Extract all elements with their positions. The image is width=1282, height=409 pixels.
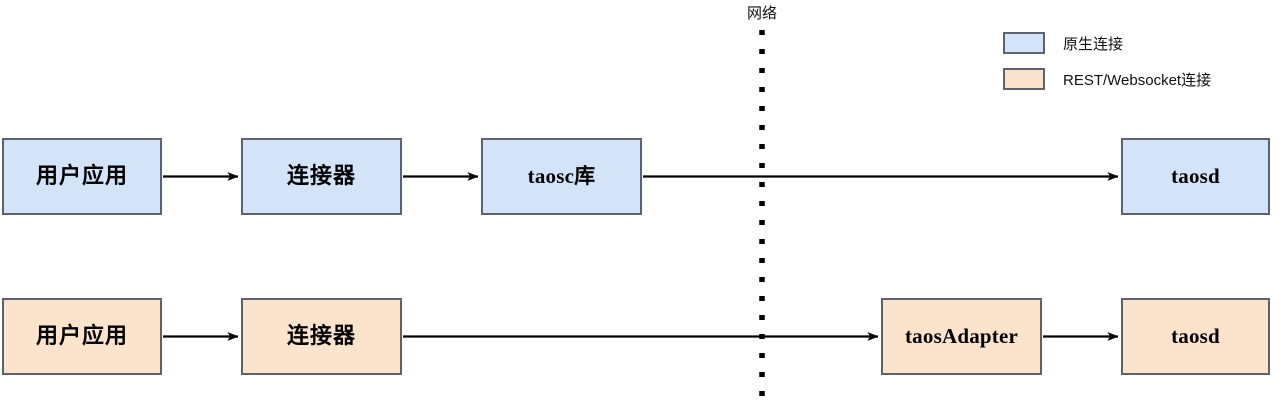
- legend-swatch-restws-icon: [1003, 68, 1045, 90]
- node-user-application-native[interactable]: 用户应用: [2, 138, 162, 215]
- node-taosadapter[interactable]: taosAdapter: [881, 298, 1042, 375]
- node-label: taosd: [1171, 163, 1220, 188]
- node-connector-rest[interactable]: 连接器: [241, 298, 402, 375]
- network-divider-label: 网络: [746, 5, 777, 22]
- legend-item-native: 原生连接: [1003, 30, 1273, 56]
- legend: 原生连接 REST/Websocket连接: [1003, 30, 1273, 102]
- node-label: taosAdapter: [904, 323, 1019, 348]
- node-taosd-rest[interactable]: taosd: [1121, 298, 1270, 375]
- node-taosc-library[interactable]: taosc库: [481, 138, 642, 215]
- node-label: taosd: [1171, 323, 1220, 348]
- node-label: taosc库: [527, 163, 596, 188]
- legend-item-label: REST/Websocket连接: [1063, 71, 1212, 89]
- node-user-application-rest[interactable]: 用户应用: [2, 298, 162, 375]
- node-label: 连接器: [286, 323, 356, 349]
- node-label: 用户应用: [35, 323, 128, 349]
- network-divider-line: [759, 30, 765, 409]
- node-connector-native[interactable]: 连接器: [241, 138, 402, 215]
- node-taosd-native[interactable]: taosd: [1121, 138, 1270, 215]
- legend-item-label: 原生连接: [1063, 35, 1124, 53]
- legend-item-restws: REST/Websocket连接: [1003, 66, 1273, 92]
- node-label: 用户应用: [35, 163, 128, 189]
- legend-swatch-native-icon: [1003, 32, 1045, 54]
- node-label: 连接器: [286, 163, 356, 189]
